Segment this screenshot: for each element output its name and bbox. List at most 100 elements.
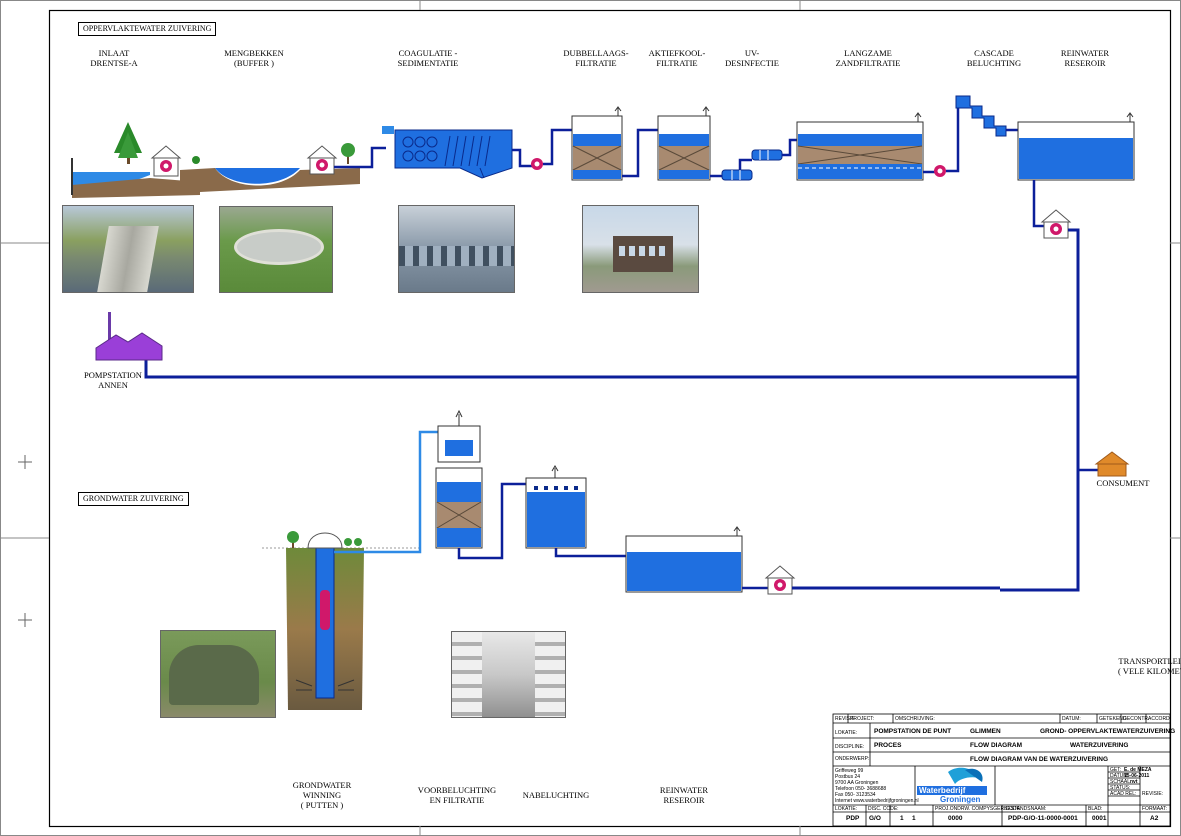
tb-address-2: Postbus 24 <box>835 774 861 780</box>
pump-house-1 <box>150 145 182 177</box>
tb-meta-status-label: STATUS: <box>1110 785 1131 791</box>
label-consument: CONSUMENT <box>1096 478 1150 488</box>
pipe-2 <box>512 148 540 168</box>
tb-val-code-2: 1 <box>912 815 916 822</box>
tb-hdr-revisie: REVISIE <box>835 716 855 722</box>
inlaat-intake <box>71 158 200 198</box>
tb-meta-schaal-label: SCHAAL: <box>1110 779 1132 785</box>
pump-house-3 <box>1040 209 1072 239</box>
well-cross-section <box>262 531 420 710</box>
tb-hdr-accord: ACCORD. <box>1148 716 1172 722</box>
pump-house-2 <box>306 143 355 175</box>
label-coagulatie: COAGULATIE -SEDIMENTATIE <box>397 48 459 68</box>
tb-val-lokatie: PDP <box>846 815 860 822</box>
tb-hdr-datum: DATUM: <box>1062 716 1081 722</box>
consument-icon <box>1094 451 1130 477</box>
pipe-6 <box>782 138 797 157</box>
pipe-8 <box>946 100 960 173</box>
clean-water-reservoir-top <box>1017 112 1135 181</box>
tb-address-5: Fax 050- 3123534 <box>835 792 876 798</box>
tb-subject: WATERZUIVERING <box>1070 742 1129 749</box>
tb-meta-datum-label: DATUM: <box>1110 773 1129 779</box>
logo-text-2: Groningen <box>940 795 981 804</box>
tb-bottom-hdr-disc: DISC. CODE: <box>868 806 899 812</box>
tb-val-bestand: PDP-G/O-11-0000-0001 <box>1008 815 1078 822</box>
tb-onderwerp-value: FLOW DIAGRAM VAN DE WATERZUIVERING <box>970 756 1109 763</box>
label-dubbellaags: DUBBELLAAGS-FILTRATIE <box>563 48 629 68</box>
tb-val-proj: 0000 <box>948 815 963 822</box>
tb-meta-get-label: GET: <box>1110 767 1122 773</box>
tb-hdr-project: PROJECT: <box>850 716 875 722</box>
pipe-g2 <box>554 548 626 558</box>
post-aeration-tank <box>525 465 587 549</box>
tb-drawing-type: FLOW DIAGRAM <box>970 742 1022 749</box>
tb-address-1: Griffeweg 99 <box>835 768 864 774</box>
pipe-3 <box>543 128 572 166</box>
uv-disinfection-unit <box>721 149 783 181</box>
tb-meta-schaal-value: nvt <box>1130 779 1138 785</box>
tb-val-disc: G/O <box>869 815 881 822</box>
pompstation-icon <box>95 312 163 361</box>
logo-text-1: Waterbedrijf <box>919 786 966 795</box>
photo-filter-hall <box>451 631 566 718</box>
pipe-4 <box>622 128 658 178</box>
tb-bottom-hdr-bestand: BESTANDSNAAM: <box>1004 806 1047 812</box>
tb-address-3: 9700 AA Groningen <box>835 780 879 786</box>
title-block-grid <box>832 713 1171 827</box>
tb-bottom-hdr-blad: BLAD: <box>1088 806 1103 812</box>
tb-revisie-label: REVISIE: <box>1142 791 1164 797</box>
tb-locatie-label: LOKATIE: <box>835 730 858 736</box>
tb-discipline-value: PROCES <box>874 742 902 749</box>
photo-intake <box>62 205 194 293</box>
raw-water-pipe <box>334 430 438 554</box>
tb-address-6: Internet www.waterbedrijfgroningen.nl <box>835 798 919 804</box>
groundwater-section-title: GRONDWATER ZUIVERING <box>78 492 189 506</box>
pump-icon-2 <box>934 165 946 177</box>
tb-bottom-hdr-lokatie: LOKATIE: <box>835 806 858 812</box>
surface-water-section-title: OPPERVLAKTEWATER ZUIVERING <box>78 22 217 36</box>
tb-bottom-hdr-proj: PROJ.ONDRW. COMPYSGER.CODE: <box>935 806 1022 812</box>
label-mengbekken: MENGBEKKEN(BUFFER ) <box>224 48 284 68</box>
tb-val-formaat: A2 <box>1150 815 1159 822</box>
tb-locatie-value: POMPSTATION DE PUNT <box>874 728 952 735</box>
pipe-to-pompstation <box>144 360 1078 379</box>
tb-val-blad: 0001 <box>1092 815 1107 822</box>
tb-bottom-hdr-formaat: FORMAAT: <box>1142 806 1167 812</box>
coagulation-sedimentation-tank <box>382 126 513 179</box>
tb-hdr-gecontr: GECONTR. <box>1123 716 1150 722</box>
label-transportleiding: TRANSPORTLEIDI( VELE KILOMETE <box>1118 656 1181 676</box>
photo-buffer-basin <box>219 206 333 293</box>
tb-meta-datum-value: 15-06-2011 <box>1124 773 1150 779</box>
photo-well-housing <box>160 630 276 718</box>
tb-meta-get-value: E. de MEZA <box>1124 767 1152 773</box>
photo-filter-building <box>582 205 699 293</box>
tb-onderwerp-label: ONDERWERP: <box>835 756 870 762</box>
tb-project-desc: GROND- OPPERVLAKTEWATERZUIVERING <box>1040 728 1176 735</box>
photo-coagulation-hall <box>398 205 515 293</box>
pipe-g1 <box>457 482 526 560</box>
tree-icon <box>114 122 142 164</box>
clean-water-reservoir-bottom <box>625 526 743 593</box>
tb-hdr-getekend: GETEKEND <box>1099 716 1127 722</box>
activated-carbon-filter <box>657 106 711 181</box>
transport-main-pipe <box>1000 228 1080 592</box>
pipe-1 <box>334 146 386 169</box>
company-logo <box>917 767 987 795</box>
pump-icon-1 <box>531 158 543 170</box>
label-aktiefkool: AKTIEFKOOL-FILTRATIE <box>648 48 706 68</box>
slow-sand-filter <box>796 112 924 181</box>
label-nabeluchting: NABELUCHTING <box>522 790 590 800</box>
tb-hdr-omschrijving: OMSCHRIJVING: <box>895 716 935 722</box>
dual-media-filter <box>571 106 623 181</box>
tb-meta-acad-label: ACAD REL: <box>1110 791 1137 797</box>
tb-discipline-label: DISCIPLINE: <box>835 744 865 750</box>
pre-aeration-filter <box>435 409 483 549</box>
